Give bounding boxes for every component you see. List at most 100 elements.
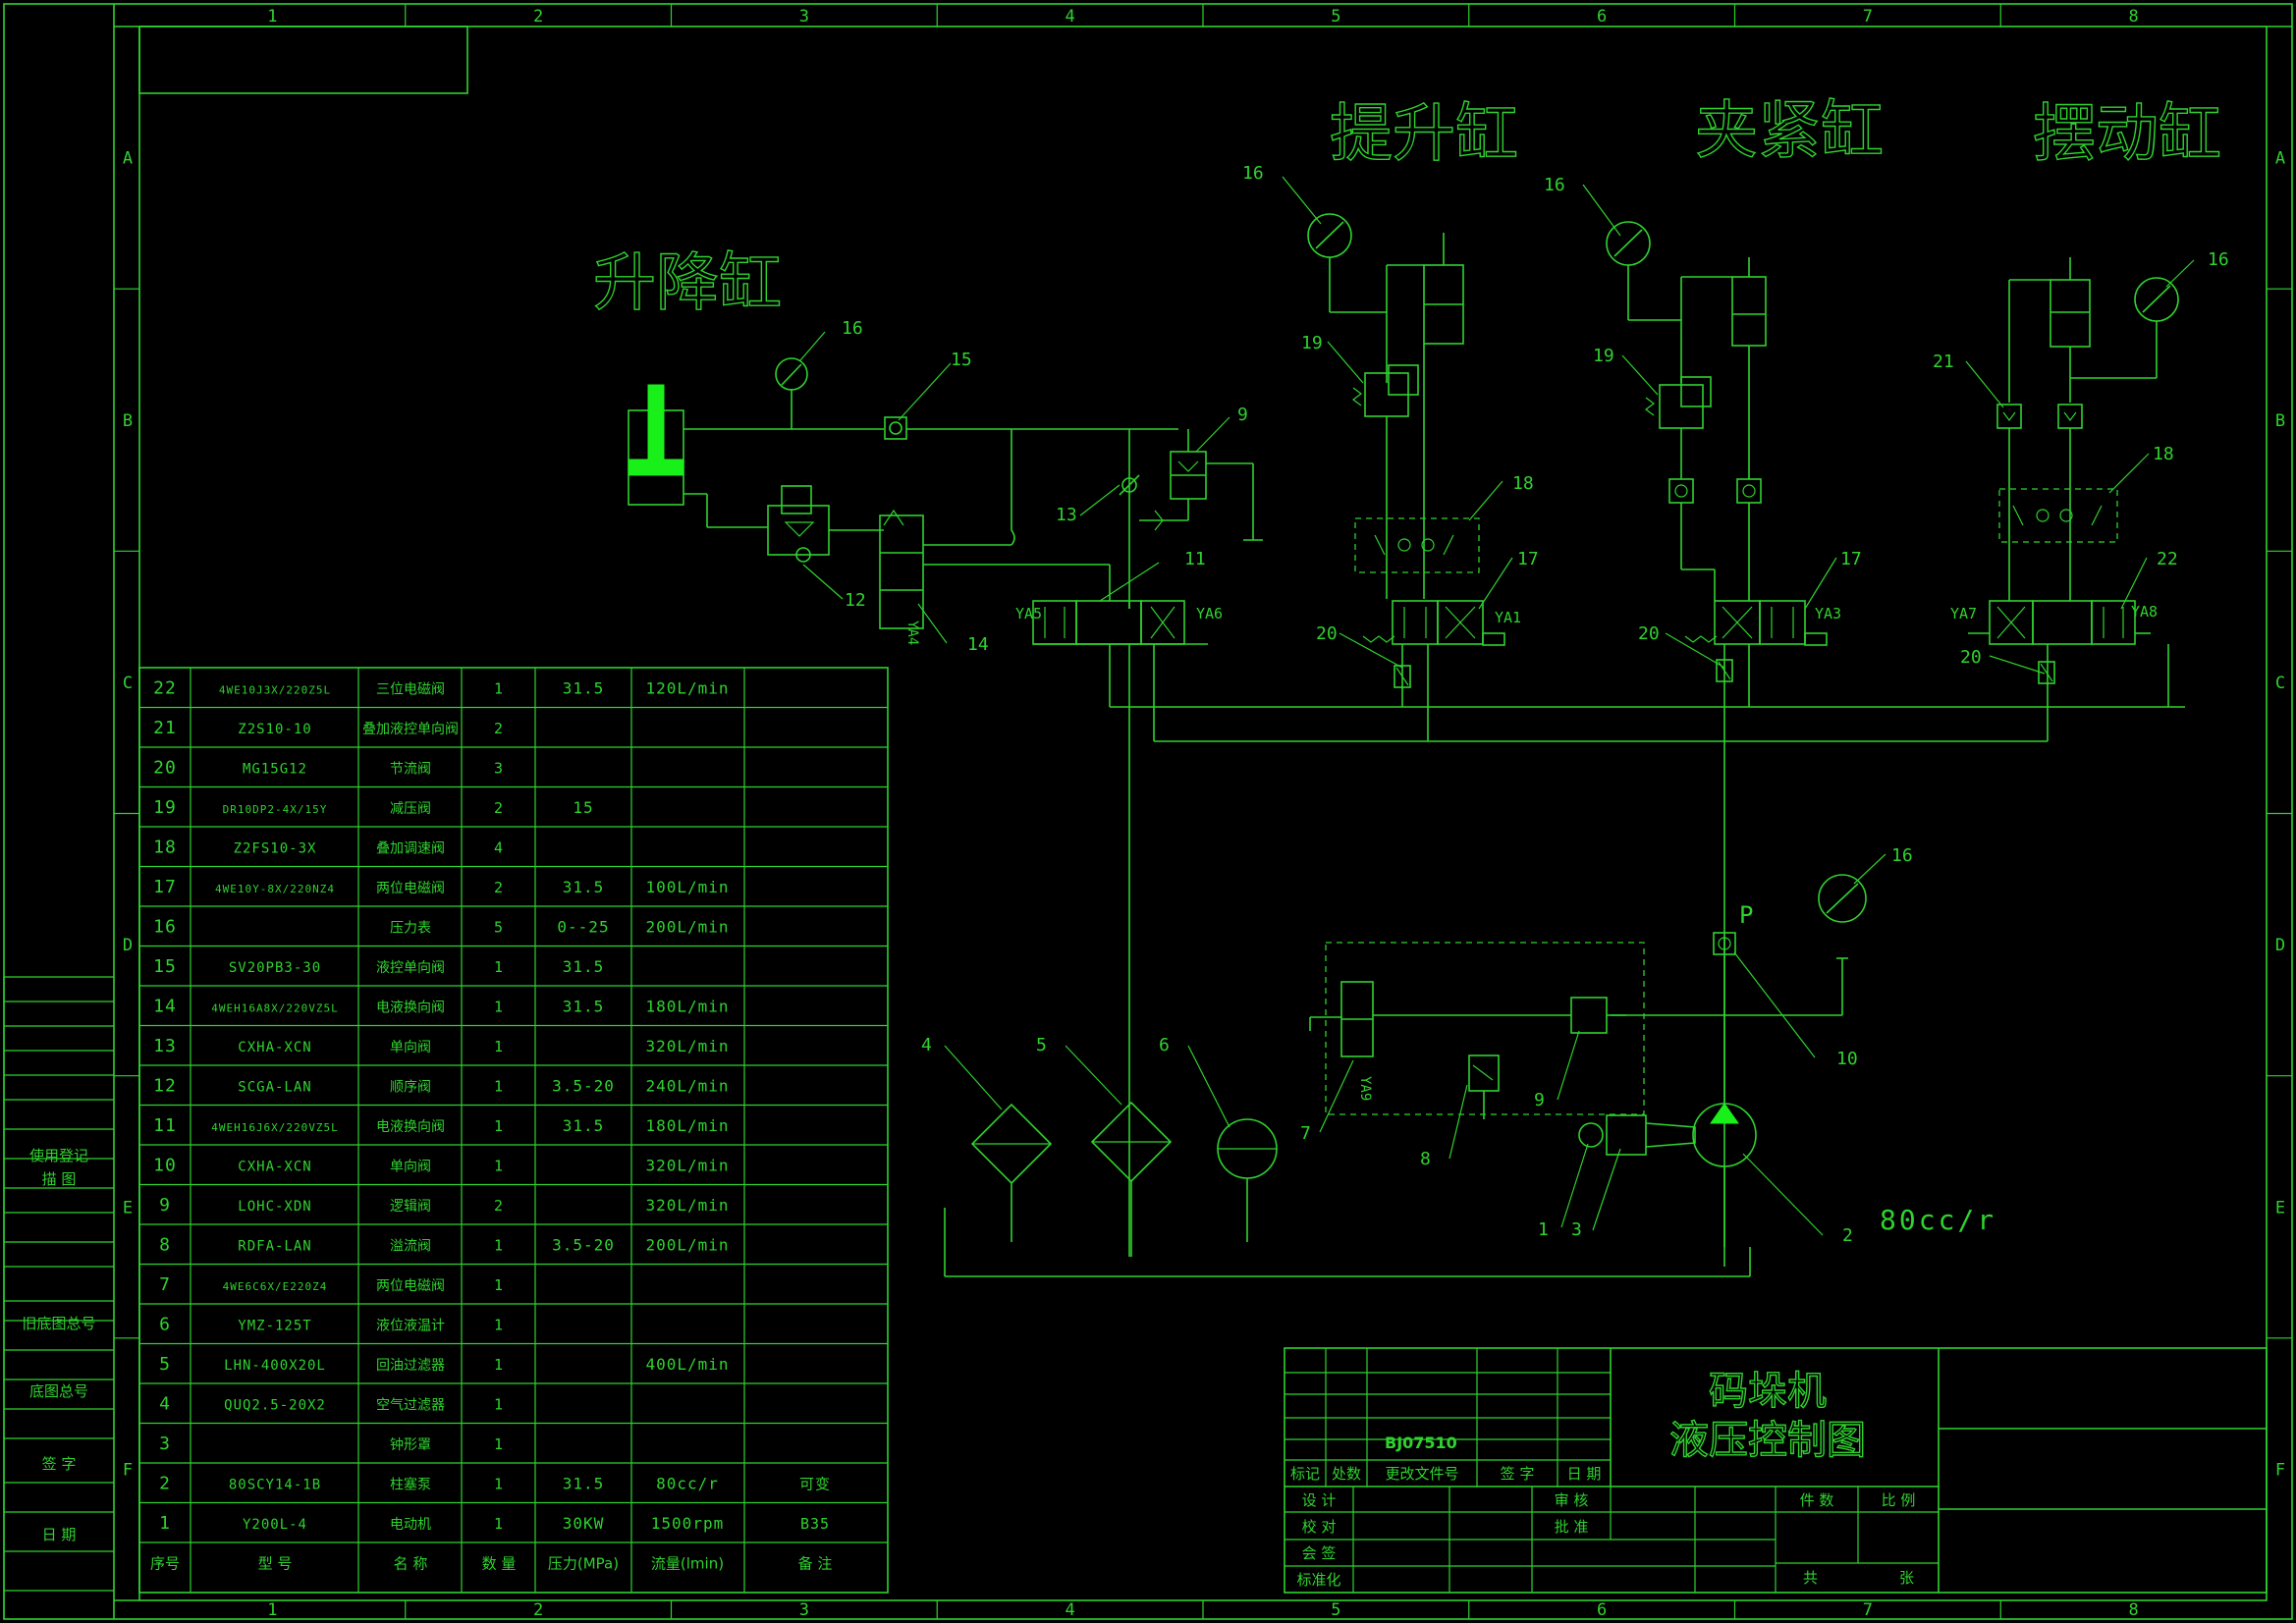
parts-table-cell: 320L/min — [645, 1196, 729, 1215]
parts-table-cell: 1500rpm — [651, 1514, 724, 1533]
callout-15: 15 — [951, 350, 972, 370]
parts-table-cell: 叠加液控单向阀 — [362, 722, 459, 737]
bell-housing-3 — [1606, 1114, 1647, 1156]
flow-control-valve-18 — [1998, 488, 2118, 543]
callout-13: 13 — [1056, 505, 1077, 525]
parts-table-cell: 1 — [494, 1435, 504, 1453]
pressure-port-p: P — [1739, 901, 1753, 929]
frame-row-label-right: F — [2275, 1460, 2285, 1480]
parts-table-cell: 120L/min — [645, 678, 729, 697]
parts-table-cell: 1 — [494, 998, 504, 1015]
parts-table-cell: 18 — [153, 837, 177, 857]
parts-table-cell: 16 — [153, 916, 177, 937]
parts-table-cell: 1 — [494, 1236, 504, 1254]
power-unit — [944, 874, 1867, 1277]
parts-table-cell: 21 — [153, 718, 177, 738]
parts-table-cell: 1 — [494, 1356, 504, 1374]
parts-table-cell: 11 — [153, 1115, 177, 1136]
parts-table-cell: 5 — [159, 1354, 171, 1375]
callout-20: 20 — [1960, 647, 1982, 668]
parts-table-cell: 1 — [494, 1276, 504, 1294]
solenoid-ya8: YA8 — [2131, 603, 2158, 621]
parts-table-cell: 6 — [159, 1314, 171, 1334]
parts-table-cell: YMZ-125T — [238, 1318, 311, 1333]
parts-table-cell: 80SCY14-1B — [229, 1477, 321, 1492]
callout-6: 6 — [1159, 1035, 1170, 1055]
sign-header-count: 处数 — [1332, 1465, 1361, 1483]
parts-table-header: 型 号 — [258, 1554, 293, 1572]
parts-table-cell: 1 — [494, 1316, 504, 1333]
frame-row-label-left: B — [123, 411, 133, 431]
hoist-circuit — [1307, 213, 1505, 741]
title-block: BJ07510 码垛机 液压控制图 标记 处数 更改文件号 签 字 日 期 设 … — [1284, 1347, 2268, 1594]
frame-col-label-bottom: 8 — [2129, 1600, 2139, 1620]
callout-17: 17 — [1840, 549, 1862, 569]
parts-table-cell: 空气过滤器 — [376, 1397, 445, 1413]
parts-table-cell: 逻辑阀 — [390, 1199, 431, 1215]
label-designer: 设 计 — [1302, 1491, 1337, 1509]
parts-table-cell: 31.5 — [563, 957, 605, 976]
frame-row-label-right: E — [2275, 1198, 2285, 1217]
cylinder-title-swing: 摆动缸 — [2033, 98, 2221, 171]
parts-table-cell: 31.5 — [563, 997, 605, 1015]
frame-row-label-left: C — [123, 674, 133, 693]
parts-table-header: 流量(lmin) — [651, 1554, 724, 1572]
frame-col-label-bottom: 1 — [267, 1600, 277, 1620]
label-countersign: 会 签 — [1302, 1544, 1337, 1562]
hydraulic-check-valve-21 — [2057, 404, 2083, 429]
parts-table-cell: 叠加调速阀 — [376, 840, 445, 856]
parts-table-cell: 4WE6C6X/E220Z4 — [223, 1280, 328, 1293]
label-sheet: 张 — [1899, 1569, 1914, 1587]
throttle-valve-20 — [2038, 661, 2055, 684]
label-checker: 校 对 — [1302, 1518, 1337, 1536]
label-total: 共 — [1803, 1569, 1818, 1587]
side-label-old-base-no: 旧底图总号 — [22, 1315, 95, 1332]
parts-table-cell: B35 — [800, 1515, 830, 1533]
parts-table-cell: RDFA-LAN — [238, 1238, 311, 1254]
callout-10: 10 — [1836, 1049, 1858, 1069]
callout-8: 8 — [1420, 1149, 1431, 1169]
drawing-number: BJ07510 — [1385, 1434, 1457, 1452]
drawing-title-line2: 液压控制图 — [1669, 1418, 1866, 1463]
clamp-circuit — [1606, 221, 1828, 1267]
sign-header-date: 日 期 — [1567, 1465, 1602, 1483]
parts-table-cell: 液位液温计 — [376, 1318, 445, 1333]
side-label-date: 日 期 — [42, 1526, 77, 1543]
parts-table-cell: 4 — [494, 839, 504, 856]
parts-table-cell: 顺序阀 — [390, 1079, 431, 1095]
parts-table-cell: 回油过滤器 — [376, 1358, 445, 1374]
frame-col-label-bottom: 6 — [1597, 1600, 1607, 1620]
cylinder-title-hoist: 提升缸 — [1330, 98, 1518, 171]
sign-header-file: 更改文件号 — [1385, 1465, 1458, 1483]
callout-numbers: 16 15 9 13 11 12 14 16 19 18 17 20 16 19… — [842, 163, 2229, 1246]
frame-col-label-bottom: 7 — [1863, 1600, 1873, 1620]
callout-14: 14 — [967, 634, 989, 655]
parts-table-cell: 单向阀 — [390, 1159, 431, 1174]
parts-table-cell: 1 — [494, 679, 504, 697]
parts-table-cell: 22 — [153, 677, 177, 698]
parts-table-cell: 三位电磁阀 — [376, 681, 445, 697]
frame-col-label-top: 4 — [1066, 7, 1075, 27]
label-weight: 件 数 — [1800, 1491, 1834, 1509]
parts-table-cell: 压力表 — [390, 920, 431, 936]
parts-table-cell: Z2FS10-3X — [234, 840, 317, 856]
parts-table-cell: 溢流阀 — [390, 1238, 431, 1254]
parts-table-cell: 4WEH16J6X/220VZ5L — [211, 1121, 339, 1134]
parts-table-cell: 4WE10J3X/220Z5L — [219, 683, 331, 696]
parts-table-cell: 100L/min — [645, 878, 729, 896]
sign-header-mark: 标记 — [1290, 1465, 1320, 1483]
solenoid-ya6: YA6 — [1196, 605, 1223, 622]
logic-valve-9 — [1570, 997, 1608, 1034]
callout-11: 11 — [1184, 549, 1206, 569]
parts-table-cell: 31.5 — [563, 678, 605, 697]
parts-table-cell: 31.5 — [563, 1474, 605, 1492]
cylinder-title-clamp: 夹紧缸 — [1695, 95, 1884, 168]
callout-19: 19 — [1593, 346, 1614, 366]
parts-table-cell: 17 — [153, 877, 177, 897]
parts-table-cell: 可变 — [799, 1475, 831, 1492]
frame-col-label-bottom: 3 — [799, 1600, 809, 1620]
parts-table-cell: 电动机 — [390, 1517, 431, 1533]
parts-table-cell: 1 — [494, 958, 504, 976]
parts-table-cell: 80cc/r — [656, 1474, 719, 1492]
